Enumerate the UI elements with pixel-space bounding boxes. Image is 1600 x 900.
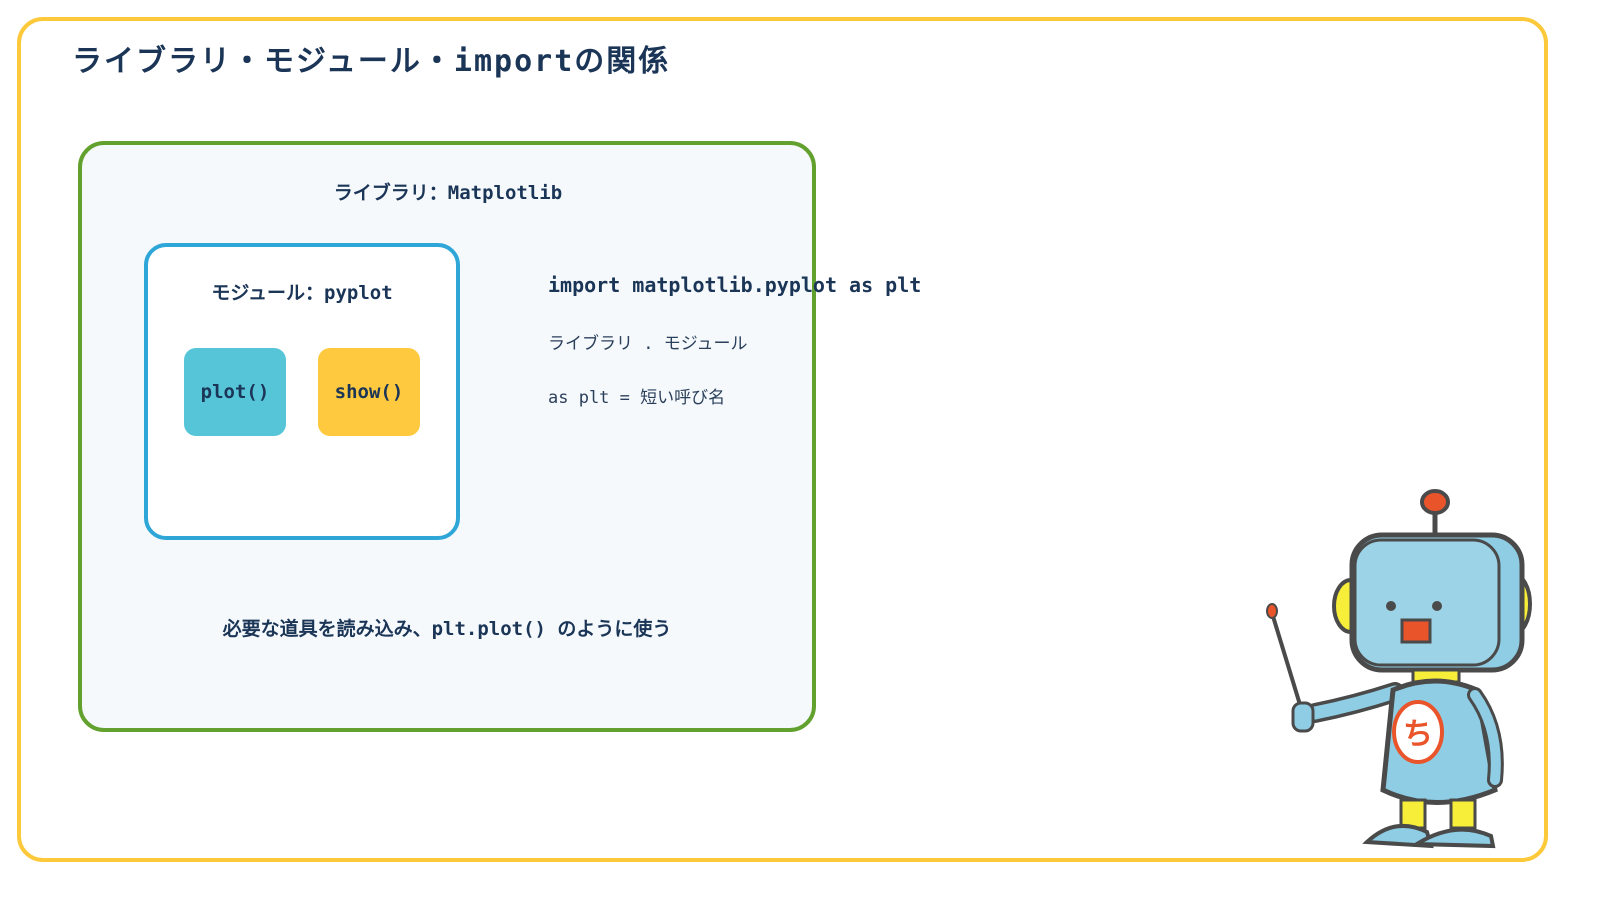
robot-mascot-icon: ち <box>1266 489 1532 849</box>
note-alias: as plt = 短い呼び名 <box>548 388 726 408</box>
function-plot: plot() <box>184 348 286 436</box>
slide-title: ライブラリ・モジュール・importの関係 <box>72 44 671 79</box>
note-library-module: ライブラリ . モジュール <box>548 334 748 354</box>
function-show: show() <box>318 348 420 436</box>
import-code-line: import matplotlib.pyplot as plt <box>548 273 922 297</box>
chest-glyph: ち <box>1403 717 1433 752</box>
slide-frame <box>17 17 1548 862</box>
usage-caption: 必要な道具を読み込み、plt.plot() のように使う <box>222 618 672 640</box>
library-label: ライブラリ：Matplotlib <box>333 182 563 204</box>
module-label: モジュール：pyplot <box>211 282 393 304</box>
